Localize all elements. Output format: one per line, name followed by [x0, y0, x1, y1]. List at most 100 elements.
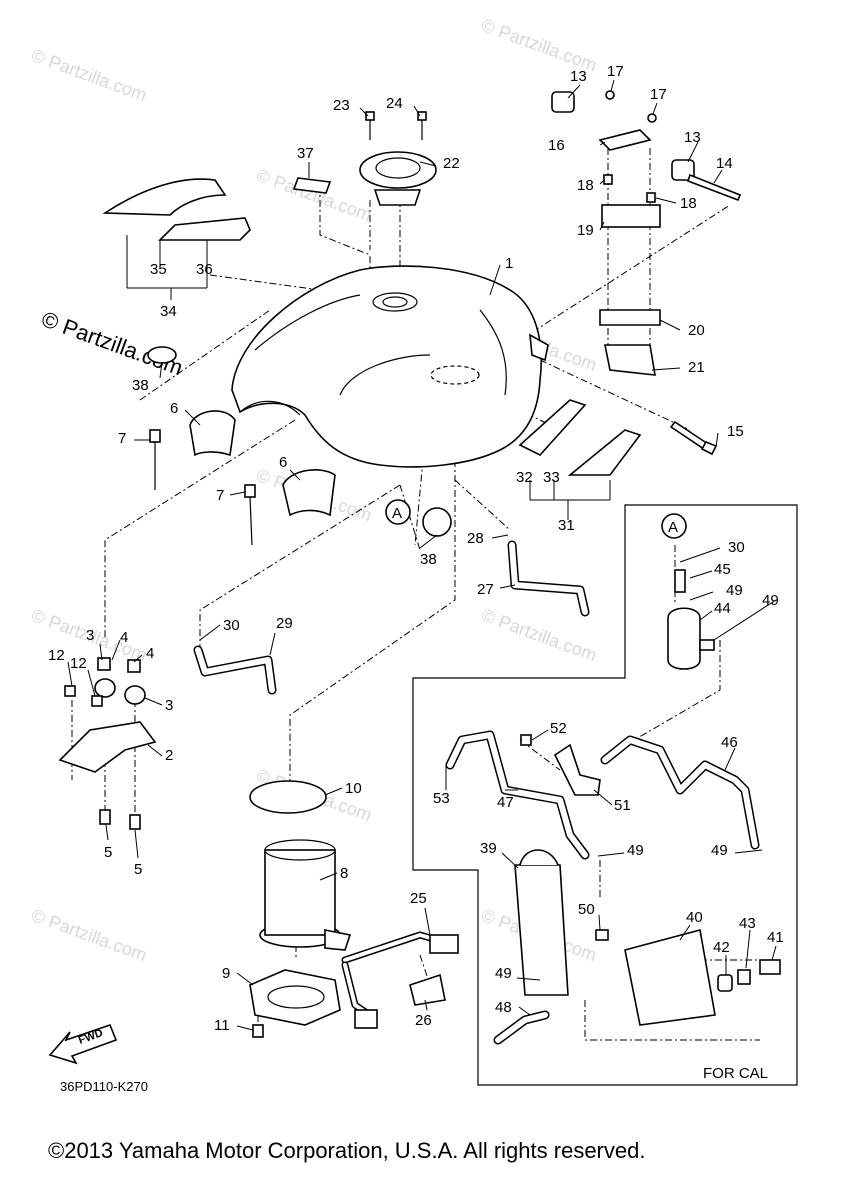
canister-bracket-40: [624, 929, 716, 1026]
emblem-37: [292, 177, 332, 194]
callout-51: 51: [614, 797, 631, 814]
callout-6: 6: [170, 400, 178, 417]
callout-49: 49: [495, 965, 512, 982]
callout-44: 44: [714, 600, 731, 617]
rollover-valve-bracket: [551, 90, 742, 376]
callout-26: 26: [415, 1012, 432, 1029]
fuel-filter-44: [667, 607, 715, 670]
callout-11: 11: [214, 1017, 230, 1034]
callout-5: 5: [104, 844, 112, 861]
callout-24: 24: [386, 95, 403, 112]
callout-18: 18: [680, 195, 697, 212]
callout-25: 25: [410, 890, 427, 907]
callout-16: 16: [548, 137, 565, 154]
bolt-15: [669, 420, 718, 456]
callout-12: 12: [48, 647, 65, 664]
callout-41: 41: [767, 929, 784, 946]
callout-49: 49: [627, 842, 644, 859]
callout-38: 38: [132, 377, 149, 394]
for-cal-outline: FOR CAL: [412, 504, 798, 1086]
side-covers: [518, 399, 642, 476]
callout-labels: 1 2 3 3 4 4 5 5 6 6 7 7 8 9 10 11 12 12 …: [48, 63, 784, 1034]
callout-3: 3: [165, 697, 173, 714]
callout-28: 28: [467, 530, 484, 547]
reference-marker-a: A: [385, 499, 411, 525]
fuel-pump: [259, 839, 352, 951]
callout-2: 2: [165, 747, 173, 764]
callout-20: 20: [688, 322, 705, 339]
callout-7: 7: [216, 487, 224, 504]
callout-1: 1: [505, 255, 513, 272]
callout-32: 32: [516, 469, 533, 486]
callout-46: 46: [721, 734, 738, 751]
callout-48: 48: [495, 999, 512, 1016]
callout-leaders: [67, 79, 777, 1031]
callout-39: 39: [480, 840, 497, 857]
callout-43: 43: [739, 915, 756, 932]
callout-30: 30: [223, 617, 240, 634]
callout-34: 34: [160, 303, 177, 320]
callout-17: 17: [650, 86, 667, 103]
callout-35: 35: [150, 261, 167, 278]
knee-pads: [102, 178, 251, 241]
fuel-tank: [231, 265, 549, 468]
callout-12: 12: [70, 655, 87, 672]
callout-3: 3: [86, 627, 94, 644]
svg-text:A: A: [392, 505, 402, 522]
fuel-pump-plate: [249, 969, 341, 1038]
cap-38: [422, 507, 452, 537]
callout-13: 13: [684, 129, 701, 146]
callout-53: 53: [433, 790, 450, 807]
callout-9: 9: [222, 965, 230, 982]
callout-8: 8: [340, 865, 348, 882]
callout-33: 33: [543, 469, 560, 486]
callout-23: 23: [333, 97, 350, 114]
hose-48: [493, 1010, 550, 1045]
callout-29: 29: [276, 615, 293, 632]
cap-38-top: [147, 346, 177, 364]
callout-52: 52: [550, 720, 567, 737]
diagram-code: 36PD110-K270: [60, 1079, 148, 1094]
hose-29: [193, 645, 277, 695]
callout-45: 45: [714, 561, 731, 578]
bracket-51: [553, 743, 601, 796]
callout-19: 19: [577, 222, 594, 239]
callout-40: 40: [686, 909, 703, 926]
fuel-pump-harness: [341, 931, 459, 1029]
callout-49: 49: [762, 592, 779, 609]
callout-5: 5: [134, 861, 142, 878]
cable-ties: [149, 429, 256, 546]
grommets-41-43: [717, 959, 781, 992]
watermark: © Partzilla.com: [29, 45, 150, 105]
callout-49: 49: [711, 842, 728, 859]
for-cal-label: FOR CAL: [703, 1065, 768, 1082]
copyright-notice: ©2013 Yamaha Motor Corporation, U.S.A. A…: [48, 1138, 645, 1163]
callout-30: 30: [728, 539, 745, 556]
watermark: © Partzilla.com: [479, 15, 600, 75]
callout-7: 7: [118, 430, 126, 447]
callout-15: 15: [727, 423, 744, 440]
bolt-24: [417, 111, 427, 140]
reference-marker-a: A: [661, 513, 687, 539]
callout-22: 22: [443, 155, 460, 172]
tank-bracket: [58, 657, 157, 830]
bolt-23: [365, 111, 375, 140]
callout-27: 27: [477, 581, 494, 598]
callout-49: 49: [726, 582, 743, 599]
callout-38: 38: [420, 551, 437, 568]
watermark: © Partzilla.com: [29, 905, 150, 965]
callout-37: 37: [297, 145, 314, 162]
screw-50-52: [520, 734, 609, 941]
forward-arrow-icon: FWD: [48, 1023, 118, 1065]
evap-canister: [514, 849, 569, 996]
callout-17: 17: [607, 63, 624, 80]
callout-21: 21: [688, 359, 705, 376]
callout-50: 50: [578, 901, 595, 918]
callout-4: 4: [146, 645, 154, 662]
callout-6: 6: [279, 454, 287, 471]
callout-4: 4: [120, 629, 128, 646]
callout-10: 10: [345, 780, 362, 797]
callout-47: 47: [497, 794, 514, 811]
callout-18: 18: [577, 177, 594, 194]
